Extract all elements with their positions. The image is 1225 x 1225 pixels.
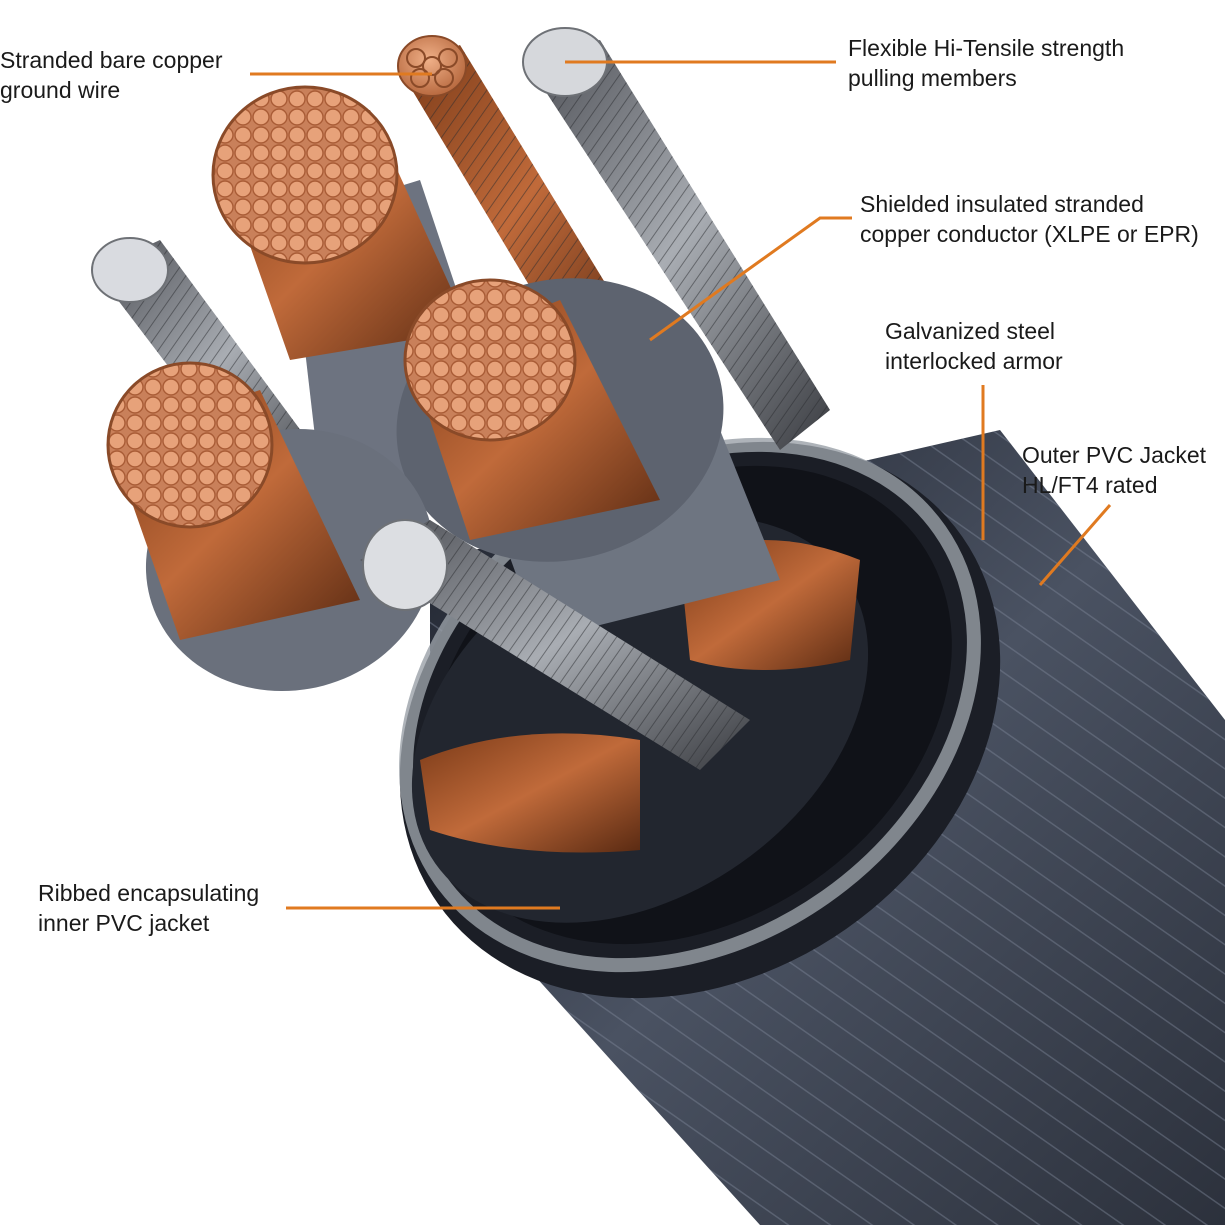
callout-shielded-line1: Shielded insulated stranded <box>860 191 1144 217</box>
leader-shielded <box>649 216 852 342</box>
conductor-left <box>106 361 435 692</box>
callout-outer-line1: Outer PVC Jacket <box>1022 442 1207 468</box>
callout-pulling-line2: pulling members <box>848 65 1017 91</box>
conductor-right <box>396 278 780 640</box>
callout-ground-wire-line1: Stranded bare copper <box>0 47 223 73</box>
callout-ground-wire-line2: ground wire <box>0 77 121 103</box>
callout-outer-jacket: Outer PVC Jacket HL/FT4 rated <box>1022 440 1206 500</box>
pulling-member-center <box>360 519 750 770</box>
leader-lines <box>250 60 1112 910</box>
callout-shielded-line2: copper conductor (XLPE or EPR) <box>860 221 1199 247</box>
callout-inner-line2: inner PVC jacket <box>38 910 210 936</box>
callout-armor: Galvanized steel interlocked armor <box>885 316 1063 376</box>
callout-armor-line2: interlocked armor <box>885 348 1063 374</box>
callout-armor-line1: Galvanized steel <box>885 318 1056 344</box>
leader-outer-jacket <box>1038 504 1112 586</box>
callout-pulling-line1: Flexible Hi-Tensile strength <box>848 35 1125 61</box>
callout-inner-line1: Ribbed encapsulating <box>38 880 260 906</box>
callout-ground-wire: Stranded bare copper ground wire <box>0 45 223 105</box>
callout-outer-line2: HL/FT4 rated <box>1022 472 1158 498</box>
callout-pulling-members: Flexible Hi-Tensile strength pulling mem… <box>848 33 1124 93</box>
pulling-member-top <box>522 27 830 450</box>
callout-shielded-conductor: Shielded insulated stranded copper condu… <box>860 189 1199 249</box>
callout-inner-jacket: Ribbed encapsulating inner PVC jacket <box>38 878 259 938</box>
